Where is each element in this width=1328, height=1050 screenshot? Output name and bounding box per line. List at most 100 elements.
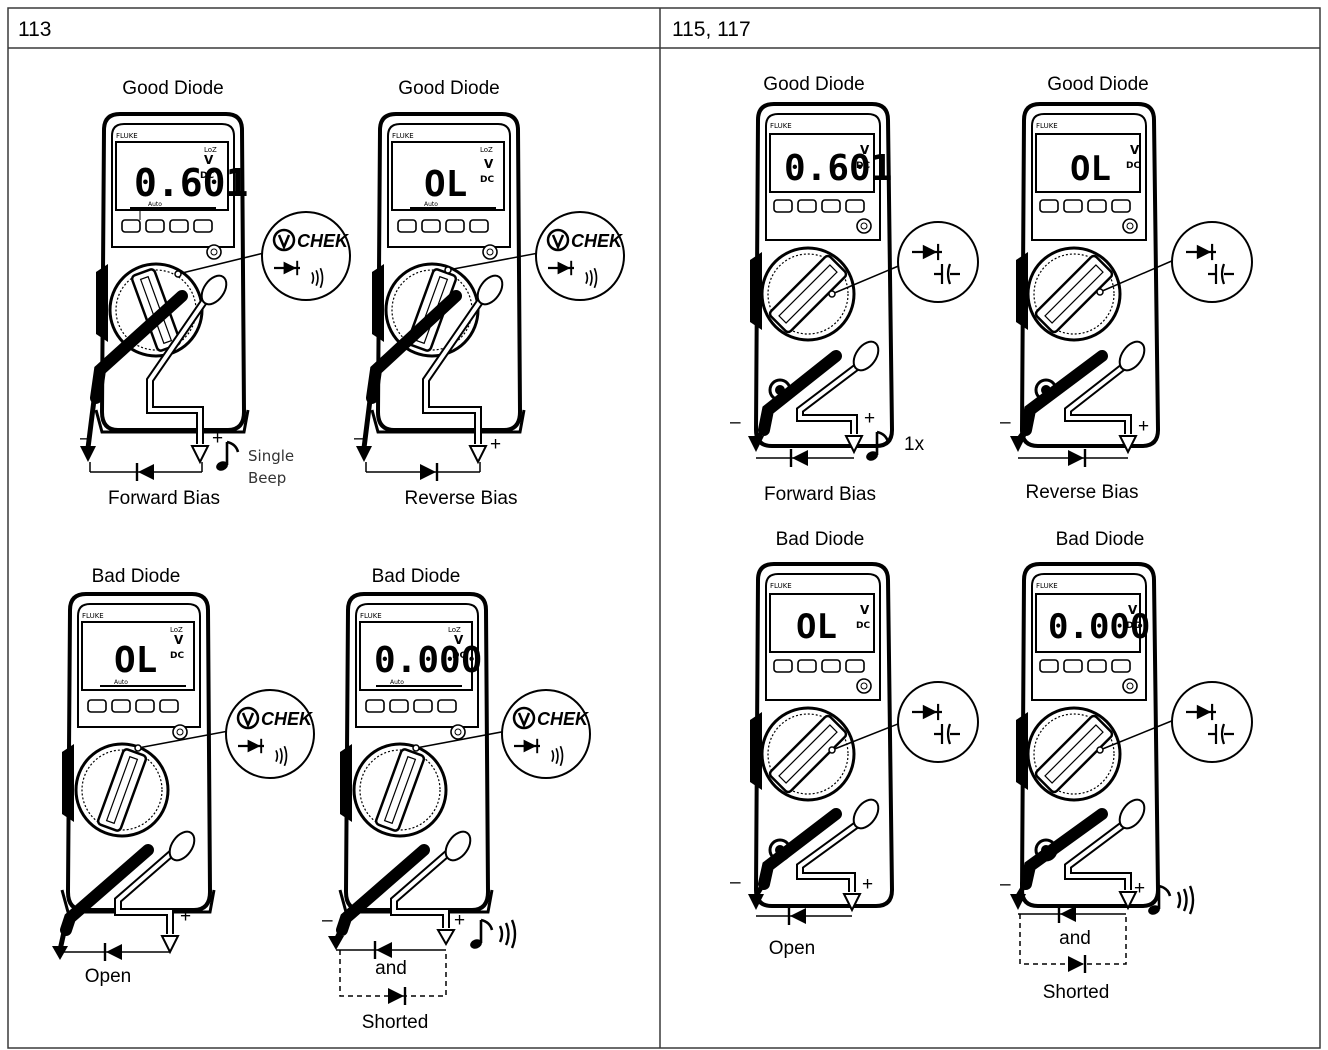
auto-label: Auto: [424, 201, 438, 208]
function-zoom-callout: [897, 681, 979, 763]
label-good-diode: Good Diode: [763, 74, 864, 95]
meter-113-forward: Good Diode FLUKE 0.601 V DC LoZ Auto CHE…: [80, 78, 351, 509]
unit-dc: DC: [856, 621, 870, 631]
brand-logo: FLUKE: [1036, 122, 1058, 130]
unit-v: V: [1128, 603, 1138, 617]
unit-v: V: [484, 157, 494, 171]
unit-v: V: [174, 633, 184, 647]
test-leads: [356, 274, 504, 465]
meter-115-shorted: Bad Diode FLUKE 0.000 V DC: [1000, 529, 1253, 1003]
capacitor-icon: [934, 723, 960, 745]
function-zoom-callout: [897, 221, 979, 303]
function-zoom-callout: [1171, 681, 1253, 763]
meter-113-reverse: Good Diode FLUKE OL V DC LoZ Auto CHEK: [354, 78, 625, 509]
unit-v: V: [860, 603, 870, 617]
shorted-label: Shorted: [362, 1012, 429, 1033]
header-115-117: 115, 117: [672, 18, 751, 41]
function-zoom-callout: [1171, 221, 1253, 303]
test-leads: [748, 340, 880, 455]
lcd-reading: 0.000: [1048, 607, 1150, 647]
unit-loz: LoZ: [480, 146, 493, 154]
forward-bias-label: Forward Bias: [764, 484, 876, 505]
test-leads: [1010, 798, 1146, 911]
minus-sign: –: [80, 428, 91, 449]
unit-dc: DC: [480, 175, 494, 185]
open-label: Open: [85, 966, 131, 987]
plus-sign: +: [1138, 416, 1149, 437]
minus-sign: –: [1000, 412, 1011, 433]
brand-logo: FLUKE: [116, 132, 138, 140]
chek-label: CHEK: [261, 709, 314, 729]
function-zoom-callout: CHEK: [261, 211, 351, 301]
one-x-label: 1x: [904, 434, 925, 455]
label-bad-diode: Bad Diode: [776, 529, 865, 550]
and-label: and: [375, 958, 407, 979]
label-good-diode: Good Diode: [122, 78, 223, 99]
single-label: Single: [248, 447, 294, 465]
beep-label: Beep: [248, 469, 286, 487]
function-zoom-callout: CHEK: [501, 689, 591, 779]
test-leads: [748, 798, 880, 913]
multimeter-body: FLUKE OL V DC: [1014, 102, 1175, 448]
lcd-reading: 0.601: [784, 148, 892, 189]
lcd-reading: OL: [114, 640, 157, 681]
diode-symbol: [787, 905, 808, 927]
lcd-reading: OL: [424, 164, 467, 205]
reverse-bias-label: Reverse Bias: [1026, 482, 1139, 503]
lcd-reading: OL: [1070, 149, 1111, 189]
brand-logo: FLUKE: [1036, 582, 1058, 590]
plus-sign: +: [212, 428, 223, 449]
meter-115-forward: Good Diode FLUKE 0.601 V DC: [730, 74, 979, 505]
meter-115-reverse: Good Diode FLUKE OL V DC: [1000, 74, 1253, 503]
diode-symbol: [418, 461, 439, 483]
diode-symbol: [1066, 447, 1087, 469]
lcd-reading: 0.601: [134, 161, 248, 205]
minus-sign: –: [730, 872, 741, 893]
minus-sign: –: [730, 412, 741, 433]
diode-symbol: [386, 985, 407, 1007]
label-good-diode: Good Diode: [1047, 74, 1148, 95]
meter-115-open: Bad Diode FLUKE OL V DC: [730, 529, 979, 959]
test-leads: [328, 830, 472, 950]
unit-v: V: [454, 633, 464, 647]
function-zoom-callout: CHEK: [535, 211, 625, 301]
unit-dc: DC: [452, 651, 466, 661]
plus-sign: +: [862, 874, 873, 895]
test-leads: [1010, 340, 1146, 455]
unit-v: V: [204, 153, 214, 167]
diode-symbol: [135, 461, 156, 483]
unit-loz: LoZ: [448, 626, 461, 634]
and-label: and: [1059, 928, 1091, 949]
unit-dc: DC: [200, 171, 214, 181]
capacitor-icon: [1208, 723, 1234, 745]
lcd-reading: OL: [796, 607, 837, 647]
multimeter-body: FLUKE 0.000 V DC LoZ Auto: [338, 592, 513, 914]
unit-dc: DC: [1126, 161, 1140, 171]
function-zoom-callout: CHEK: [225, 689, 315, 779]
multimeter-body: FLUKE 0.000 V DC: [1014, 562, 1175, 908]
continuous-beep-icon: [1176, 884, 1195, 916]
test-leads: [80, 274, 228, 465]
auto-label: Auto: [114, 679, 128, 686]
brand-logo: FLUKE: [770, 122, 792, 130]
plus-sign: +: [180, 906, 191, 927]
unit-dc: DC: [856, 161, 870, 171]
forward-bias-label: Forward Bias: [108, 488, 220, 509]
diode-symbol: [789, 447, 810, 469]
brand-logo: FLUKE: [82, 612, 104, 620]
diode-symbol: [373, 939, 394, 961]
test-leads: [52, 830, 196, 960]
chek-label: CHEK: [297, 231, 350, 251]
lcd-reading: 0.000: [374, 640, 482, 681]
label-bad-diode: Bad Diode: [1056, 529, 1145, 550]
meter-113-shorted: Bad Diode FLUKE 0.000 V DC LoZ Auto CHEK: [322, 566, 591, 1033]
label-bad-diode: Bad Diode: [372, 566, 461, 587]
meter-113-open: Bad Diode FLUKE OL V DC LoZ Auto CHEK: [52, 566, 315, 987]
auto-label: Auto: [148, 201, 162, 208]
shorted-label: Shorted: [1043, 982, 1110, 1003]
header-113: 113: [18, 18, 51, 41]
multimeter-body: FLUKE OL V DC LoZ Auto: [60, 592, 235, 914]
plus-sign: +: [454, 910, 465, 931]
reverse-bias-label: Reverse Bias: [405, 488, 518, 509]
label-good-diode: Good Diode: [398, 78, 499, 99]
